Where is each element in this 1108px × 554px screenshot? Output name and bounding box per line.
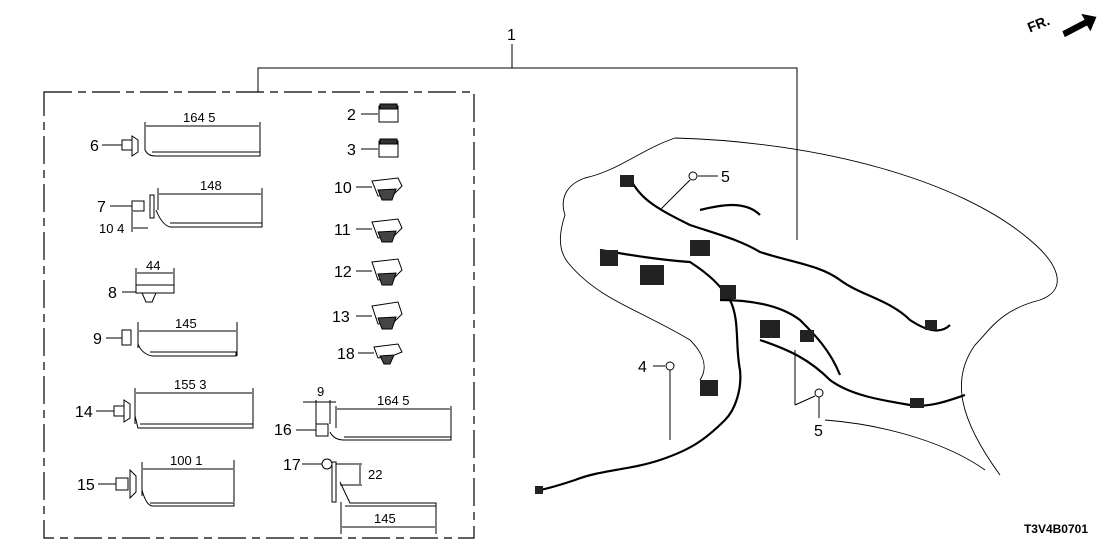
part-7-drawing bbox=[110, 188, 263, 232]
bolt-4 bbox=[653, 361, 675, 440]
wire-harness bbox=[539, 177, 966, 492]
clip-10-drawing bbox=[356, 177, 403, 201]
clip-18-drawing bbox=[358, 343, 403, 365]
callout-16: 16 bbox=[274, 422, 292, 439]
dashboard-outline bbox=[559, 137, 1058, 476]
dim-17-length: 145 bbox=[374, 511, 396, 526]
front-direction-arrow-icon bbox=[1062, 13, 1097, 38]
dim-16-length: 164 5 bbox=[377, 393, 410, 408]
callout-11: 11 bbox=[334, 222, 351, 239]
clip-13-drawing bbox=[356, 301, 403, 330]
callout-17: 17 bbox=[283, 457, 301, 474]
callout-14: 14 bbox=[75, 404, 93, 421]
callout-9: 9 bbox=[93, 331, 102, 348]
fuse-2-drawing bbox=[361, 103, 399, 123]
callout-8: 8 bbox=[108, 285, 117, 302]
clip-12-drawing bbox=[356, 258, 403, 286]
part-15-drawing bbox=[98, 460, 235, 507]
part-6-drawing bbox=[102, 122, 261, 157]
diagram-code: T3V4B0701 bbox=[1023, 522, 1088, 536]
callout-10: 10 bbox=[334, 180, 352, 197]
callout-3: 3 bbox=[347, 142, 356, 159]
dim-8: 44 bbox=[146, 258, 160, 273]
callout-5-bottom: 5 bbox=[814, 423, 823, 440]
bolt-5-bottom bbox=[794, 350, 824, 418]
part-16-drawing bbox=[296, 400, 452, 441]
callout-2: 2 bbox=[347, 107, 356, 124]
callout-4: 4 bbox=[638, 359, 647, 376]
dim-16-width: 9 bbox=[317, 384, 324, 399]
dim-7-offset: 10 4 bbox=[99, 221, 124, 236]
callout-12: 12 bbox=[334, 264, 352, 281]
part-8-drawing bbox=[122, 268, 175, 303]
dim-14: 155 3 bbox=[174, 377, 207, 392]
part-9-drawing bbox=[106, 322, 238, 357]
kit-box bbox=[43, 91, 475, 539]
dim-17-height: 22 bbox=[368, 467, 382, 482]
callout-1-bracket bbox=[257, 44, 798, 240]
dim-15: 100 1 bbox=[170, 453, 203, 468]
dim-9: 145 bbox=[175, 316, 197, 331]
callout-5-top: 5 bbox=[721, 169, 730, 186]
part-14-drawing bbox=[96, 388, 254, 429]
callout-7: 7 bbox=[97, 199, 106, 216]
callout-15: 15 bbox=[77, 477, 95, 494]
clip-11-drawing bbox=[356, 218, 403, 243]
callout-18: 18 bbox=[337, 346, 355, 363]
bolt-5-top bbox=[659, 171, 718, 211]
callout-13: 13 bbox=[332, 309, 350, 326]
dim-6: 164 5 bbox=[183, 110, 216, 125]
harness-connectors bbox=[535, 175, 937, 494]
part-17-drawing bbox=[302, 458, 437, 534]
callout-6: 6 bbox=[90, 138, 99, 155]
fuse-3-drawing bbox=[361, 138, 399, 158]
callout-1: 1 bbox=[507, 27, 516, 44]
dim-7-length: 148 bbox=[200, 178, 222, 193]
